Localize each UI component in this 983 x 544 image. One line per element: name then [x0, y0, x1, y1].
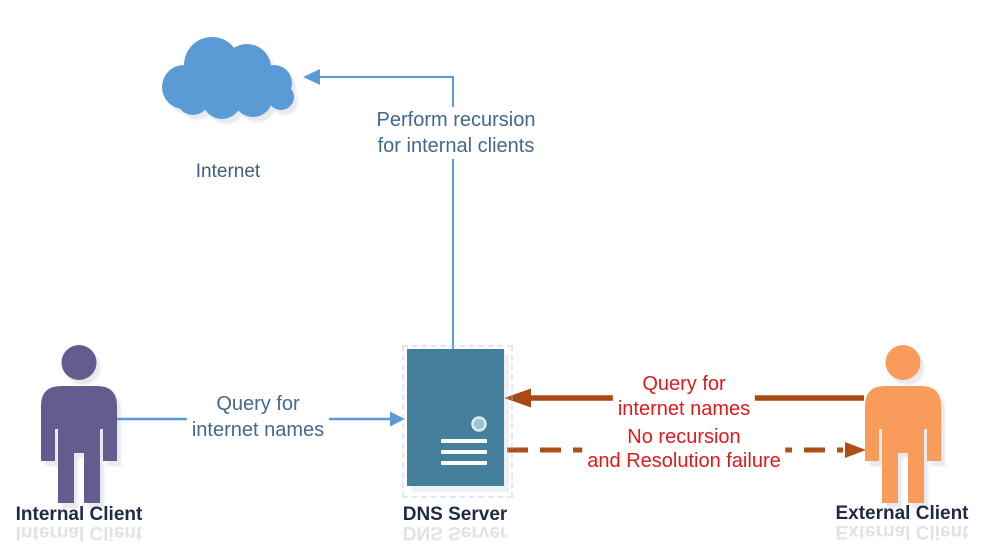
recursion-arrowhead-icon: [303, 69, 320, 85]
recursion-connector-line: [320, 76, 454, 349]
internal-client-icon: [41, 345, 117, 503]
external-query-label: Query for internet names: [612, 372, 756, 422]
dns-server-node-label: DNS Server DNS Server: [402, 504, 508, 543]
no-recursion-label: No recursion and Resolution failure: [582, 425, 786, 473]
server-led-icon: [471, 416, 487, 432]
external-query-arrowhead-icon: [504, 388, 531, 408]
internal-query-arrowhead-icon: [390, 411, 405, 427]
internal-query-label: Query for internet names: [186, 391, 330, 443]
server-vents-icon: [441, 439, 487, 465]
internet-node-label: Internet: [195, 161, 261, 182]
internal-client-node-label: Internal Client Internal Client: [15, 504, 143, 543]
external-client-node-label: External Client External Client: [835, 503, 969, 542]
external-client-icon: [865, 345, 941, 503]
no-recursion-arrowhead-icon: [845, 442, 866, 458]
dns-server-detail: [441, 416, 487, 465]
internet-cloud-icon: [162, 37, 294, 119]
dns-server-icon: [402, 345, 513, 498]
perform-recursion-label: Perform recursion for internal clients: [371, 107, 541, 159]
